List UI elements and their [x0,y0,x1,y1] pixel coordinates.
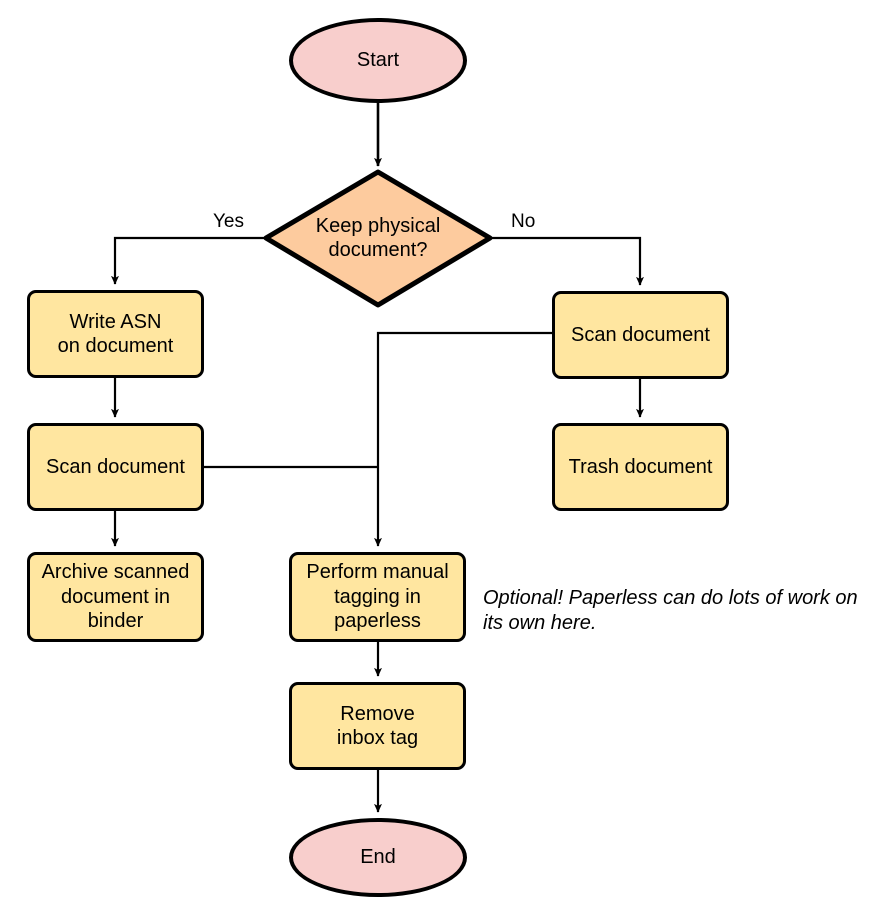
node-scan-document-left[interactable]: Scan document [27,423,204,511]
node-end-label: End [360,846,396,869]
node-decision-label: Keep physical document? [315,214,441,261]
edge-label-no: No [508,211,539,233]
node-remove-inbox-tag[interactable]: Remove inbox tag [289,682,466,770]
node-start[interactable]: Start [289,18,467,103]
node-trash-document[interactable]: Trash document [552,423,729,511]
node-archive-scanned-document[interactable]: Archive scanned document in binder [27,552,204,642]
node-start-label: Start [356,49,400,72]
node-remove-inbox-tag-label: Remove inbox tag [336,702,419,749]
node-scan-document-right-label: Scan document [571,323,710,346]
node-scan-document-left-label: Scan document [46,455,185,478]
node-end[interactable]: End [289,818,467,897]
note-optional-paperless: Optional! Paperless can do lots of work … [483,587,858,634]
node-manual-tagging-label: Perform manual tagging in paperless [306,561,449,633]
node-write-asn-on-document[interactable]: Write ASN on document [27,290,204,378]
node-trash-document-label: Trash document [568,455,713,478]
decision-diamond[interactable] [263,169,493,308]
edge-decision-no-to-scan-right [490,236,644,286]
edge-scan-right-to-manual-tagging [374,331,552,547]
edge-decision-yes-to-write-asn [111,236,266,285]
node-archive-label: Archive scanned document in binder [41,561,190,633]
edge-label-yes: Yes [210,211,247,233]
node-perform-manual-tagging[interactable]: Perform manual tagging in paperless [289,552,466,642]
node-decision-keep-physical-document[interactable]: Keep physical document? [278,204,478,272]
node-write-asn-label: Write ASN on document [57,310,174,357]
node-scan-document-right[interactable]: Scan document [552,291,729,379]
